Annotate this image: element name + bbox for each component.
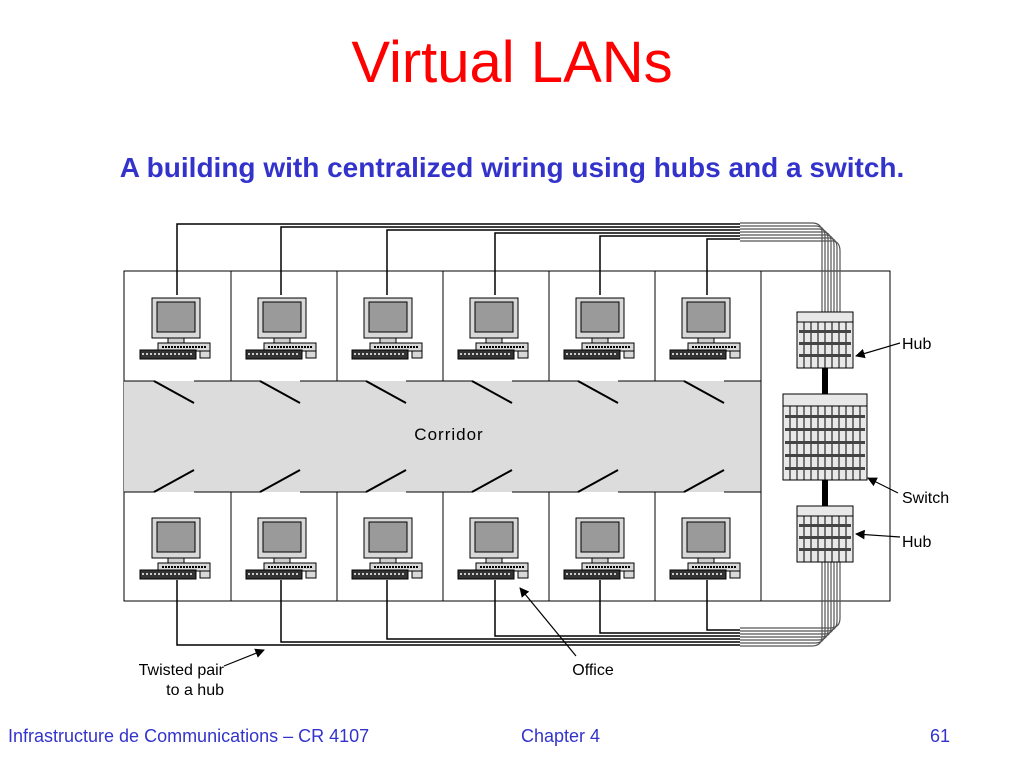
footer-page-number: 61	[930, 726, 951, 746]
hub-bottom-arrow	[855, 529, 901, 540]
top-cabling	[176, 223, 740, 295]
hub-bottom-label: Hub	[902, 534, 931, 551]
hub-switch-link-bottom	[822, 480, 828, 506]
top-cable-bundle	[740, 222, 841, 312]
twisted-pair-label-line2: to a hub	[166, 682, 224, 699]
switch-label: Switch	[902, 490, 949, 507]
switch-icon	[782, 393, 868, 481]
footer-course: Infrastructure de Communications – CR 41…	[8, 726, 370, 746]
top-office-walls	[230, 271, 762, 601]
corridor	[124, 381, 761, 492]
bottom-cable-bundle	[740, 562, 841, 647]
hub-top-label: Hub	[902, 336, 931, 353]
slide-title: Virtual LANs	[351, 30, 673, 95]
building-wiring-diagram: Corridor	[123, 222, 949, 699]
corridor-label: Corridor	[414, 425, 483, 444]
bottom-doors	[153, 469, 725, 493]
switch-arrow	[867, 477, 899, 494]
footer-chapter: Chapter 4	[521, 726, 601, 746]
twisted-pair-arrow	[223, 648, 265, 667]
office-label: Office	[572, 662, 614, 679]
hub-top-icon	[796, 311, 854, 369]
slide-subtitle: A building with centralized wiring using…	[119, 152, 905, 183]
bottom-cabling	[176, 580, 740, 646]
hub-switch-link-top	[822, 368, 828, 394]
hub-bottom-icon	[796, 505, 854, 563]
twisted-pair-label-line1: Twisted pair	[139, 662, 225, 679]
hub-top-arrow	[855, 342, 901, 359]
top-doors	[153, 380, 725, 404]
office-arrow	[519, 587, 577, 657]
